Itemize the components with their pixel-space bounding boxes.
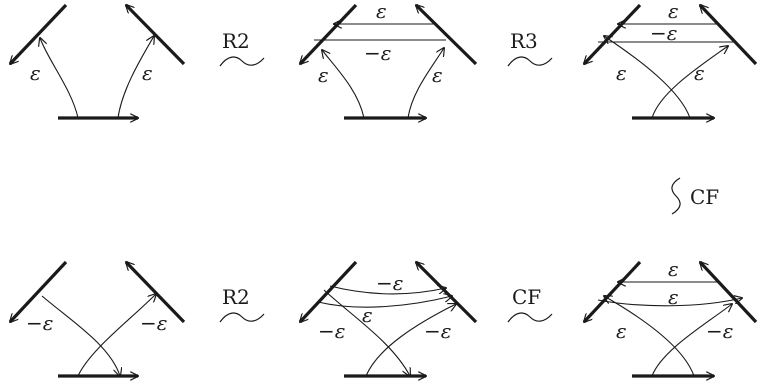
label-neg-eps-right: −ε (424, 319, 452, 343)
equivalence-tilde (507, 312, 553, 323)
chord-middle (317, 296, 452, 308)
operator-label: CF (690, 185, 719, 209)
panel-bottom-3: ε ε ε −ε (584, 257, 758, 377)
equivalence-tilde (219, 312, 265, 323)
label-neg-eps-left: −ε (26, 311, 54, 335)
chord-cross-left (604, 296, 695, 377)
label-eps-right: ε (142, 61, 153, 85)
label-neg-eps-middle: −ε (650, 21, 678, 45)
equivalence-tilde (507, 56, 553, 67)
chord-upper (329, 286, 446, 295)
right-strand (126, 5, 186, 66)
operator-r2-top: R2 (219, 29, 265, 67)
label-neg-eps-middle: −ε (364, 41, 392, 65)
label-eps-middle: ε (668, 285, 679, 309)
label-eps-right: ε (694, 61, 705, 85)
label-eps-left: ε (318, 63, 329, 87)
label-neg-eps-left: −ε (318, 319, 346, 343)
label-neg-eps-top: −ε (376, 271, 404, 295)
panel-bottom-2: −ε ε −ε −ε (300, 260, 478, 377)
right-strand (416, 5, 478, 66)
label-eps-right: ε (432, 63, 443, 87)
label-eps-left: ε (30, 61, 41, 85)
chord-cross-right (77, 294, 156, 377)
chord-cross-left (41, 295, 120, 376)
label-eps-left: ε (616, 319, 627, 343)
left-strand (10, 260, 68, 322)
chord-left (322, 50, 365, 119)
panel-bottom-1: −ε −ε (10, 260, 186, 377)
equivalence-tilde (219, 56, 265, 67)
label-neg-eps-right: −ε (706, 319, 734, 343)
label-neg-eps-right: −ε (140, 311, 168, 335)
right-strand (700, 5, 758, 66)
right-strand (700, 262, 758, 324)
chord-right (407, 48, 444, 119)
chord-cross-right (651, 304, 732, 377)
left-strand (10, 3, 68, 64)
panel-top-1: ε ε (10, 3, 186, 119)
operator-label: R3 (510, 29, 538, 53)
chord-left (40, 38, 79, 119)
chord-cross-left (604, 36, 691, 119)
chord-cross-left (323, 289, 410, 376)
left-strand (300, 260, 358, 322)
operator-label: R2 (222, 285, 250, 309)
left-strand (584, 3, 642, 64)
label-eps-left: ε (616, 61, 627, 85)
label-eps-middle: ε (362, 303, 373, 327)
label-eps-top: ε (668, 257, 679, 281)
left-strand (584, 260, 642, 322)
operator-cf-bottom: CF (507, 285, 553, 323)
label-eps-top: ε (668, 0, 679, 23)
label-eps-top: ε (376, 0, 387, 23)
chord-cross-right (365, 304, 456, 377)
panel-top-3: ε −ε ε ε (584, 0, 758, 119)
right-strand (126, 262, 186, 324)
operator-label: CF (512, 285, 541, 309)
panel-top-2: ε −ε ε ε (300, 0, 478, 119)
operator-r2-bottom: R2 (219, 285, 265, 323)
chord-right (117, 36, 154, 119)
left-strand (300, 3, 358, 64)
operator-cf-vertical: CF (671, 177, 719, 215)
operator-r3-top: R3 (507, 29, 553, 67)
equivalence-tilde-vertical (671, 177, 681, 215)
operator-label: R2 (222, 29, 250, 53)
chord-cross-right (651, 46, 728, 119)
